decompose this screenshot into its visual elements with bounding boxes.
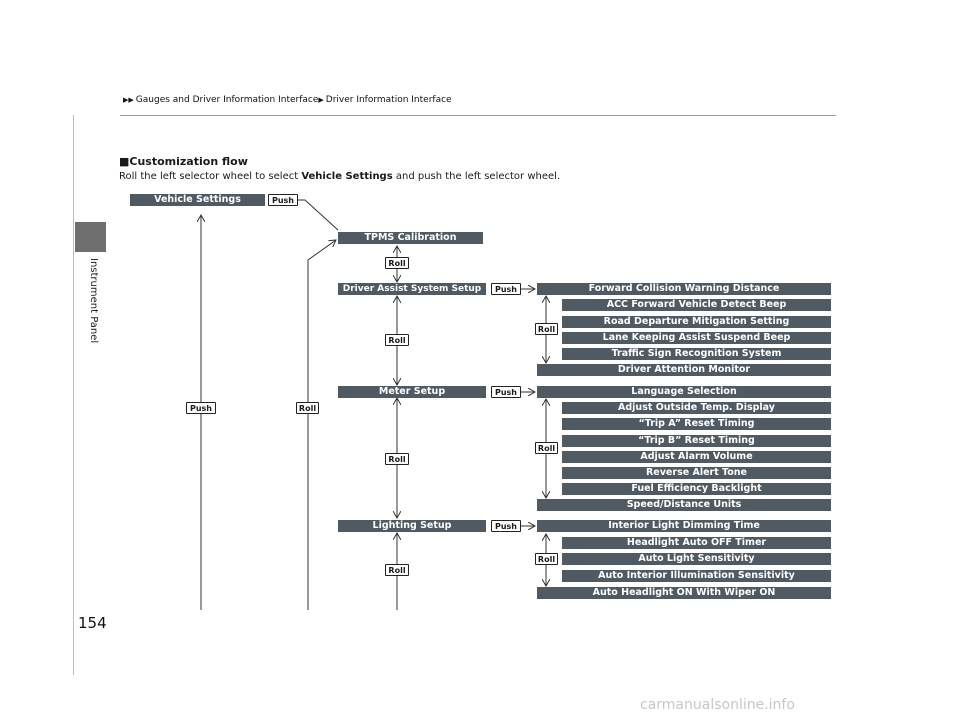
roll-tag: Roll	[535, 442, 558, 454]
submenu-item: Road Departure Mitigation Setting	[562, 316, 831, 328]
chapter-label: Instrument Panel	[88, 258, 99, 344]
submenu-item: Adjust Alarm Volume	[562, 451, 831, 463]
submenu-item: ACC Forward Vehicle Detect Beep	[562, 299, 831, 311]
submenu-item: Auto Headlight ON With Wiper ON	[537, 587, 831, 599]
push-tag: Push	[491, 520, 521, 532]
menu-tpms-calibration: TPMS Calibration	[338, 232, 483, 244]
submenu-item: “Trip A” Reset Timing	[562, 418, 831, 430]
roll-tag: Roll	[385, 564, 409, 576]
intro-part: and push the left selector wheel.	[392, 171, 561, 182]
roll-tag: Roll	[385, 453, 409, 465]
intro-bold: Vehicle Settings	[301, 171, 393, 182]
section-heading-text: Customization flow	[129, 155, 248, 168]
submenu-item: Fuel Efficiency Backlight	[562, 483, 831, 495]
roll-tag: Roll	[535, 553, 558, 565]
submenu-item: Speed/Distance Units	[537, 499, 831, 511]
submenu-item: “Trip B” Reset Timing	[562, 435, 831, 447]
roll-tag: Roll	[385, 334, 409, 346]
submenu-item: Headlight Auto OFF Timer	[562, 537, 831, 549]
push-tag: Push	[186, 402, 216, 414]
submenu-item: Traffic Sign Recognition System	[562, 348, 831, 360]
roll-tag: Roll	[535, 323, 558, 335]
square-bullet-icon: ■	[119, 155, 130, 168]
menu-meter-setup: Meter Setup	[338, 386, 486, 398]
breadcrumb-link-2[interactable]: Driver Information Interface	[325, 95, 452, 105]
submenu-item: Lane Keeping Assist Suspend Beep	[562, 332, 831, 344]
submenu-item: Driver Attention Monitor	[537, 364, 831, 376]
menu-vehicle-settings: Vehicle Settings	[130, 194, 265, 206]
breadcrumb-link-1[interactable]: Gauges and Driver Information Interface	[135, 95, 319, 105]
chapter-tab	[75, 222, 106, 252]
menu-lighting-setup: Lighting Setup	[338, 520, 486, 532]
roll-tag: Roll	[385, 257, 409, 269]
push-tag: Push	[491, 283, 521, 295]
breadcrumb: ▶▶Gauges and Driver Information Interfac…	[123, 95, 452, 105]
submenu-item: Auto Interior Illumination Sensitivity	[562, 570, 831, 582]
page-number: 154	[78, 614, 107, 632]
submenu-item: Auto Light Sensitivity	[562, 553, 831, 565]
submenu-item: Interior Light Dimming Time	[537, 520, 831, 532]
submenu-item: Forward Collision Warning Distance	[537, 283, 831, 295]
header-rule	[120, 115, 836, 116]
breadcrumb-arrow-icon: ▶	[318, 96, 324, 104]
watermark: carmanualsonline.info	[640, 697, 795, 713]
section-heading: ■Customization flow	[119, 155, 248, 168]
roll-tag: Roll	[296, 402, 319, 414]
menu-driver-assist: Driver Assist System Setup	[338, 283, 486, 295]
submenu-item: Reverse Alert Tone	[562, 467, 831, 479]
intro-part: Roll the left selector wheel to select	[119, 171, 302, 182]
push-tag: Push	[268, 194, 298, 206]
submenu-item: Adjust Outside Temp. Display	[562, 402, 831, 414]
push-tag: Push	[491, 386, 521, 398]
sidebar-divider	[73, 115, 74, 675]
submenu-item: Language Selection	[537, 386, 831, 398]
breadcrumb-arrow-icon: ▶▶	[123, 96, 134, 104]
intro-text: Roll the left selector wheel to select V…	[119, 171, 560, 182]
